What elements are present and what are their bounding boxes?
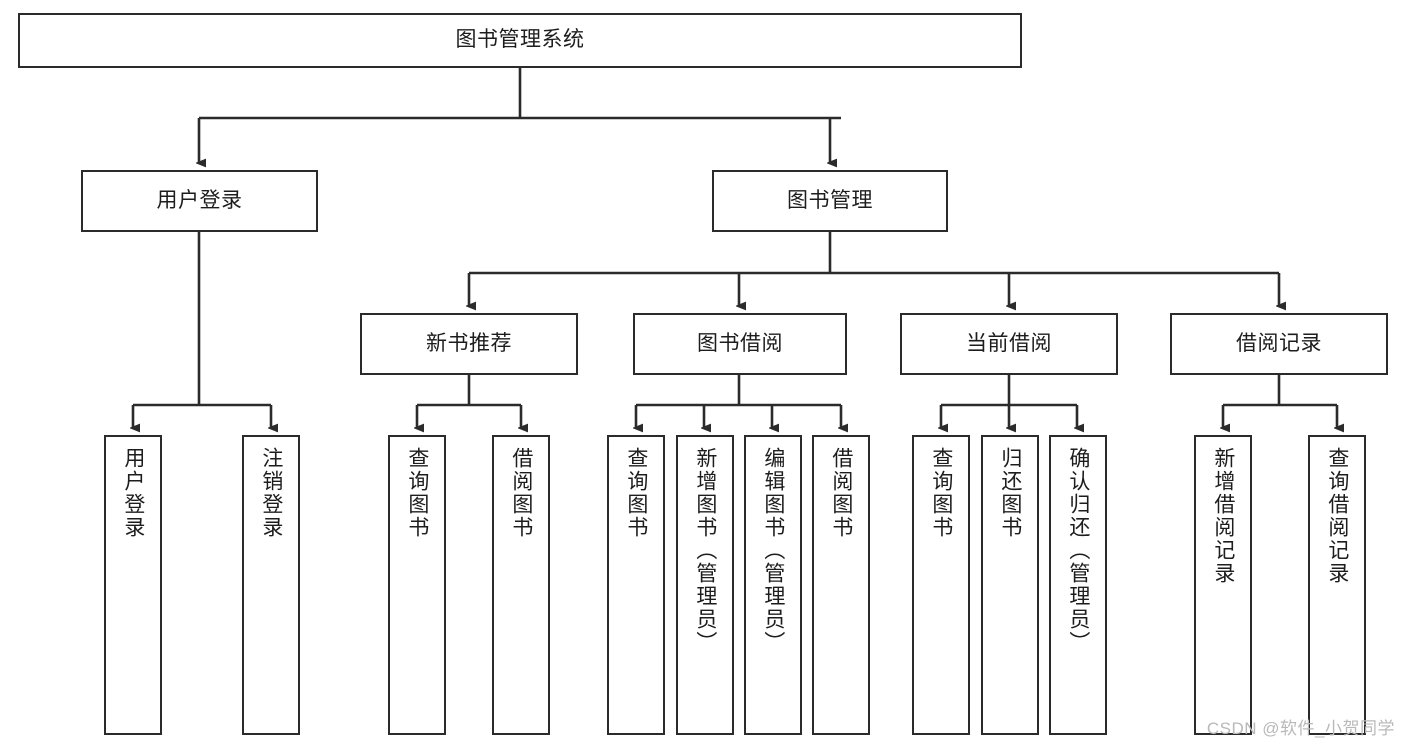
leaf-user-login-label: 用户登录 — [121, 447, 145, 539]
leaf-borrow-book-1-label: 借阅图书 — [509, 447, 533, 539]
watermark-text: CSDN @软件_小贺同学 — [1206, 719, 1395, 738]
leaf-query-book-3-label: 查询图书 — [929, 447, 953, 539]
leaf-query-book-3[interactable]: 查询图书 — [912, 435, 970, 735]
leaf-edit-book[interactable]: 编辑图书（管理员） — [744, 435, 802, 735]
leaf-query-record[interactable]: 查询借阅记录 — [1308, 435, 1366, 735]
node-new-book-recommend[interactable]: 新书推荐 — [360, 313, 578, 375]
leaf-query-book-1[interactable]: 查询图书 — [388, 435, 446, 735]
node-current-borrow-label: 当前借阅 — [966, 331, 1052, 355]
leaf-confirm-return[interactable]: 确认归还（管理员） — [1049, 435, 1107, 735]
leaf-user-logout[interactable]: 注销登录 — [242, 435, 300, 735]
node-user-login-label: 用户登录 — [156, 188, 243, 212]
leaf-query-book-2[interactable]: 查询图书 — [607, 435, 665, 735]
node-root[interactable]: 图书管理系统 — [18, 13, 1022, 68]
leaf-user-logout-label: 注销登录 — [259, 447, 283, 539]
leaf-borrow-book-1[interactable]: 借阅图书 — [492, 435, 550, 735]
node-borrow-record-label: 借阅记录 — [1236, 331, 1322, 355]
leaf-return-book-label: 归还图书 — [998, 447, 1022, 539]
leaf-user-login[interactable]: 用户登录 — [104, 435, 162, 735]
node-user-login[interactable]: 用户登录 — [81, 170, 318, 232]
leaf-edit-book-label: 编辑图书（管理员） — [761, 447, 785, 654]
leaf-add-record[interactable]: 新增借阅记录 — [1194, 435, 1252, 735]
node-new-book-recommend-label: 新书推荐 — [426, 331, 512, 355]
leaf-add-book-label: 新增图书（管理员） — [693, 447, 717, 654]
leaf-return-book[interactable]: 归还图书 — [981, 435, 1039, 735]
node-book-borrow[interactable]: 图书借阅 — [633, 313, 847, 375]
node-book-manage-label: 图书管理 — [787, 188, 873, 212]
leaf-borrow-book-2-label: 借阅图书 — [829, 447, 853, 539]
node-book-borrow-label: 图书借阅 — [697, 331, 783, 355]
leaf-confirm-return-label: 确认归还（管理员） — [1066, 447, 1090, 654]
leaf-borrow-book-2[interactable]: 借阅图书 — [812, 435, 870, 735]
leaf-query-book-2-label: 查询图书 — [624, 447, 648, 539]
node-current-borrow[interactable]: 当前借阅 — [900, 313, 1118, 375]
leaf-query-record-label: 查询借阅记录 — [1325, 447, 1349, 585]
leaf-add-book[interactable]: 新增图书（管理员） — [676, 435, 734, 735]
node-borrow-record[interactable]: 借阅记录 — [1170, 313, 1388, 375]
leaf-query-book-1-label: 查询图书 — [405, 447, 429, 539]
node-book-manage[interactable]: 图书管理 — [712, 170, 948, 232]
node-root-label: 图书管理系统 — [455, 28, 585, 52]
leaf-add-record-label: 新增借阅记录 — [1211, 447, 1235, 585]
